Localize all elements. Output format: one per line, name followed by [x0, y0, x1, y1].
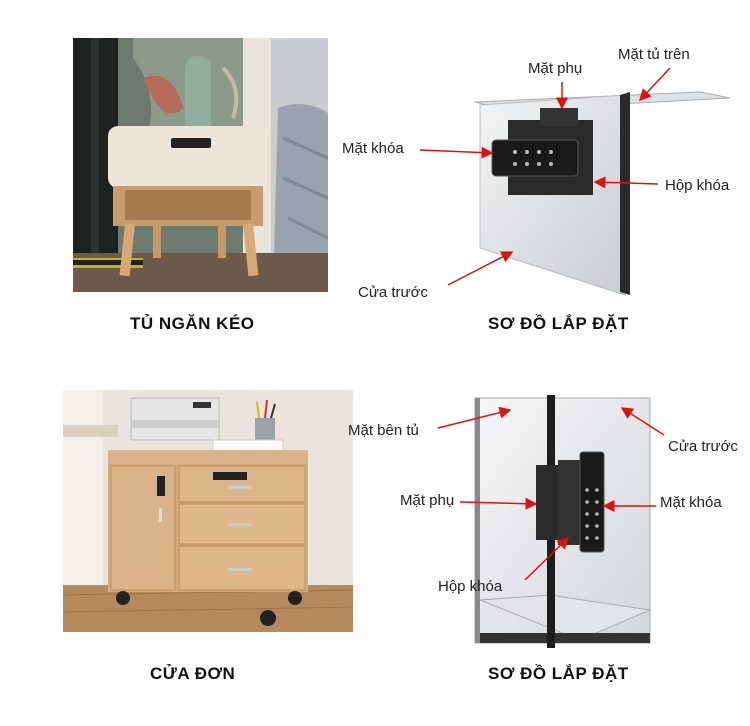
door-lock-diagram-svg — [437, 395, 665, 648]
cabinet-illustration — [63, 390, 353, 632]
label-mat-phu: Mặt phụ — [528, 60, 583, 77]
arrow-cua-truoc — [447, 251, 514, 286]
drawer-diagram-caption: SƠ ĐỒ LẮP ĐẶT — [488, 314, 629, 333]
arrow-mat-tu-tren — [638, 67, 671, 102]
cabinet-photo — [63, 390, 353, 632]
drawer-lock-diagram: Mặt phụ Mặt tủ trên Mặt khóa Hộp khóa Cử… — [340, 30, 750, 320]
label-mat-ben-tu: Mặt bên tủ — [348, 422, 419, 439]
nightstand-illustration — [73, 38, 328, 292]
door-diagram-caption: SƠ ĐỒ LẮP ĐẶT — [488, 664, 629, 683]
arrow-mat-ben-tu — [437, 406, 512, 429]
arrow-hop-khoa — [593, 176, 659, 189]
label-mat-tu-tren: Mặt tủ trên — [618, 46, 690, 63]
arrow-hop-khoa-2 — [524, 536, 570, 581]
arrow-mat-phu-2 — [459, 497, 538, 510]
label-cua-truoc: Cửa trước — [358, 284, 428, 301]
label-cua-truoc-2: Cửa trước — [668, 438, 738, 455]
arrow-mat-khoa — [419, 146, 494, 159]
arrow-cua-truoc-2 — [620, 407, 665, 436]
label-hop-khoa: Hộp khóa — [665, 177, 730, 194]
door-lock-diagram: Mặt bên tủ Cửa trước Mặt phụ Mặt khóa Hộ… — [340, 390, 750, 655]
cabinet-caption: CỬA ĐƠN — [150, 664, 236, 683]
nightstand-caption: TỦ NGĂN KÉO — [130, 314, 255, 333]
nightstand-photo — [73, 38, 328, 292]
label-mat-phu-2: Mặt phụ — [400, 492, 455, 509]
drawer-lock-diagram-svg — [419, 67, 731, 296]
label-mat-khoa-2: Mặt khóa — [660, 494, 722, 511]
label-hop-khoa-2: Hộp khóa — [438, 578, 503, 595]
label-mat-khoa: Mặt khóa — [342, 140, 404, 157]
